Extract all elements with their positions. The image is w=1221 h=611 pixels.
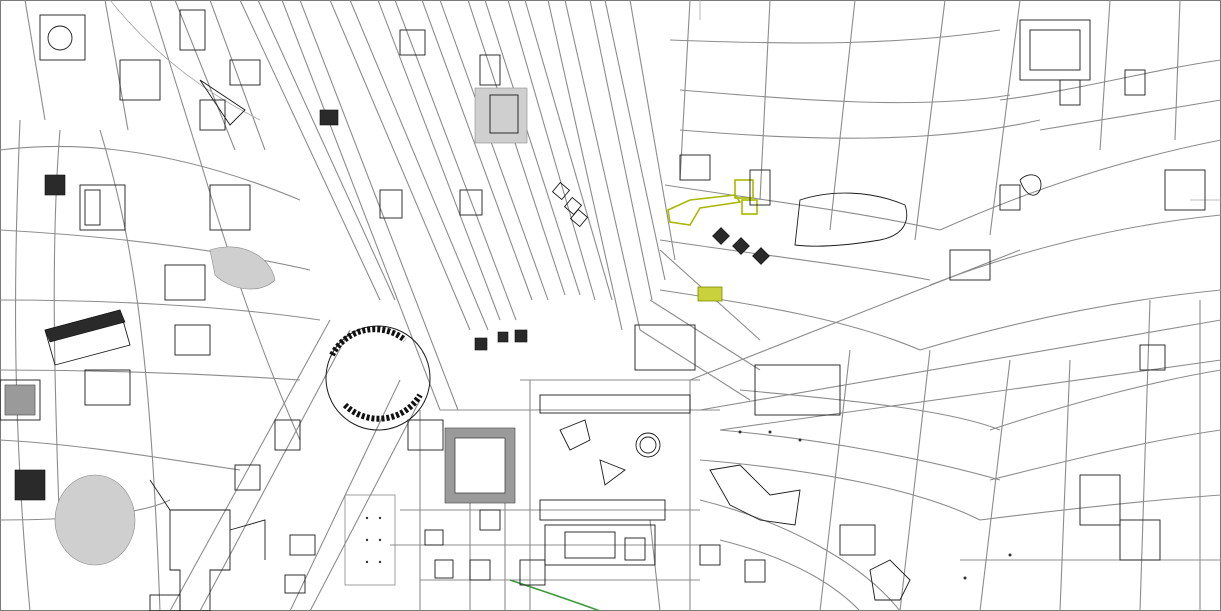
green-route bbox=[509, 579, 601, 611]
central-plaza[interactable] bbox=[407, 394, 691, 566]
highlighted-buildings[interactable] bbox=[667, 179, 758, 302]
circular-plaza[interactable] bbox=[325, 325, 431, 431]
building-footprints bbox=[0, 9, 1206, 611]
point-markers bbox=[365, 430, 1012, 580]
